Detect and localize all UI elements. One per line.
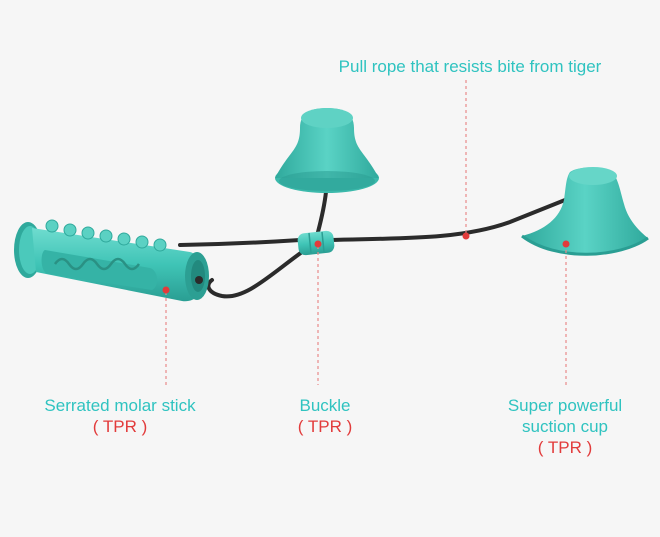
molar-marker <box>162 286 170 294</box>
molar-stick-material: ( TPR ) <box>92 417 148 436</box>
rope-label-text: Pull rope that resists bite from tiger <box>338 57 602 76</box>
rope-label: Pull rope that resists bite from tiger <box>300 56 640 77</box>
molar-stick-label: Serrated molar stick ( TPR ) <box>20 395 220 437</box>
buckle-marker <box>314 240 322 248</box>
molar-stick-label-text: Serrated molar stick <box>44 396 196 415</box>
buckle-label: Buckle ( TPR ) <box>270 395 380 437</box>
right-suction-cup <box>521 167 649 256</box>
suction-cup-material: ( TPR ) <box>537 438 593 457</box>
cup-marker <box>562 240 570 248</box>
buckle-label-text: Buckle <box>299 396 351 415</box>
pull-rope <box>178 146 592 299</box>
top-suction-cup <box>275 108 379 193</box>
suction-cup-label: Super powerful suction cup ( TPR ) <box>470 395 660 458</box>
leader-lines <box>165 80 567 385</box>
molar-stick <box>14 219 209 302</box>
suction-cup-label-line1: Super powerful <box>507 396 623 415</box>
rope-marker <box>462 232 470 240</box>
buckle-material: ( TPR ) <box>297 417 353 436</box>
markers <box>162 232 570 294</box>
suction-cup-label-line2: suction cup <box>522 417 608 436</box>
